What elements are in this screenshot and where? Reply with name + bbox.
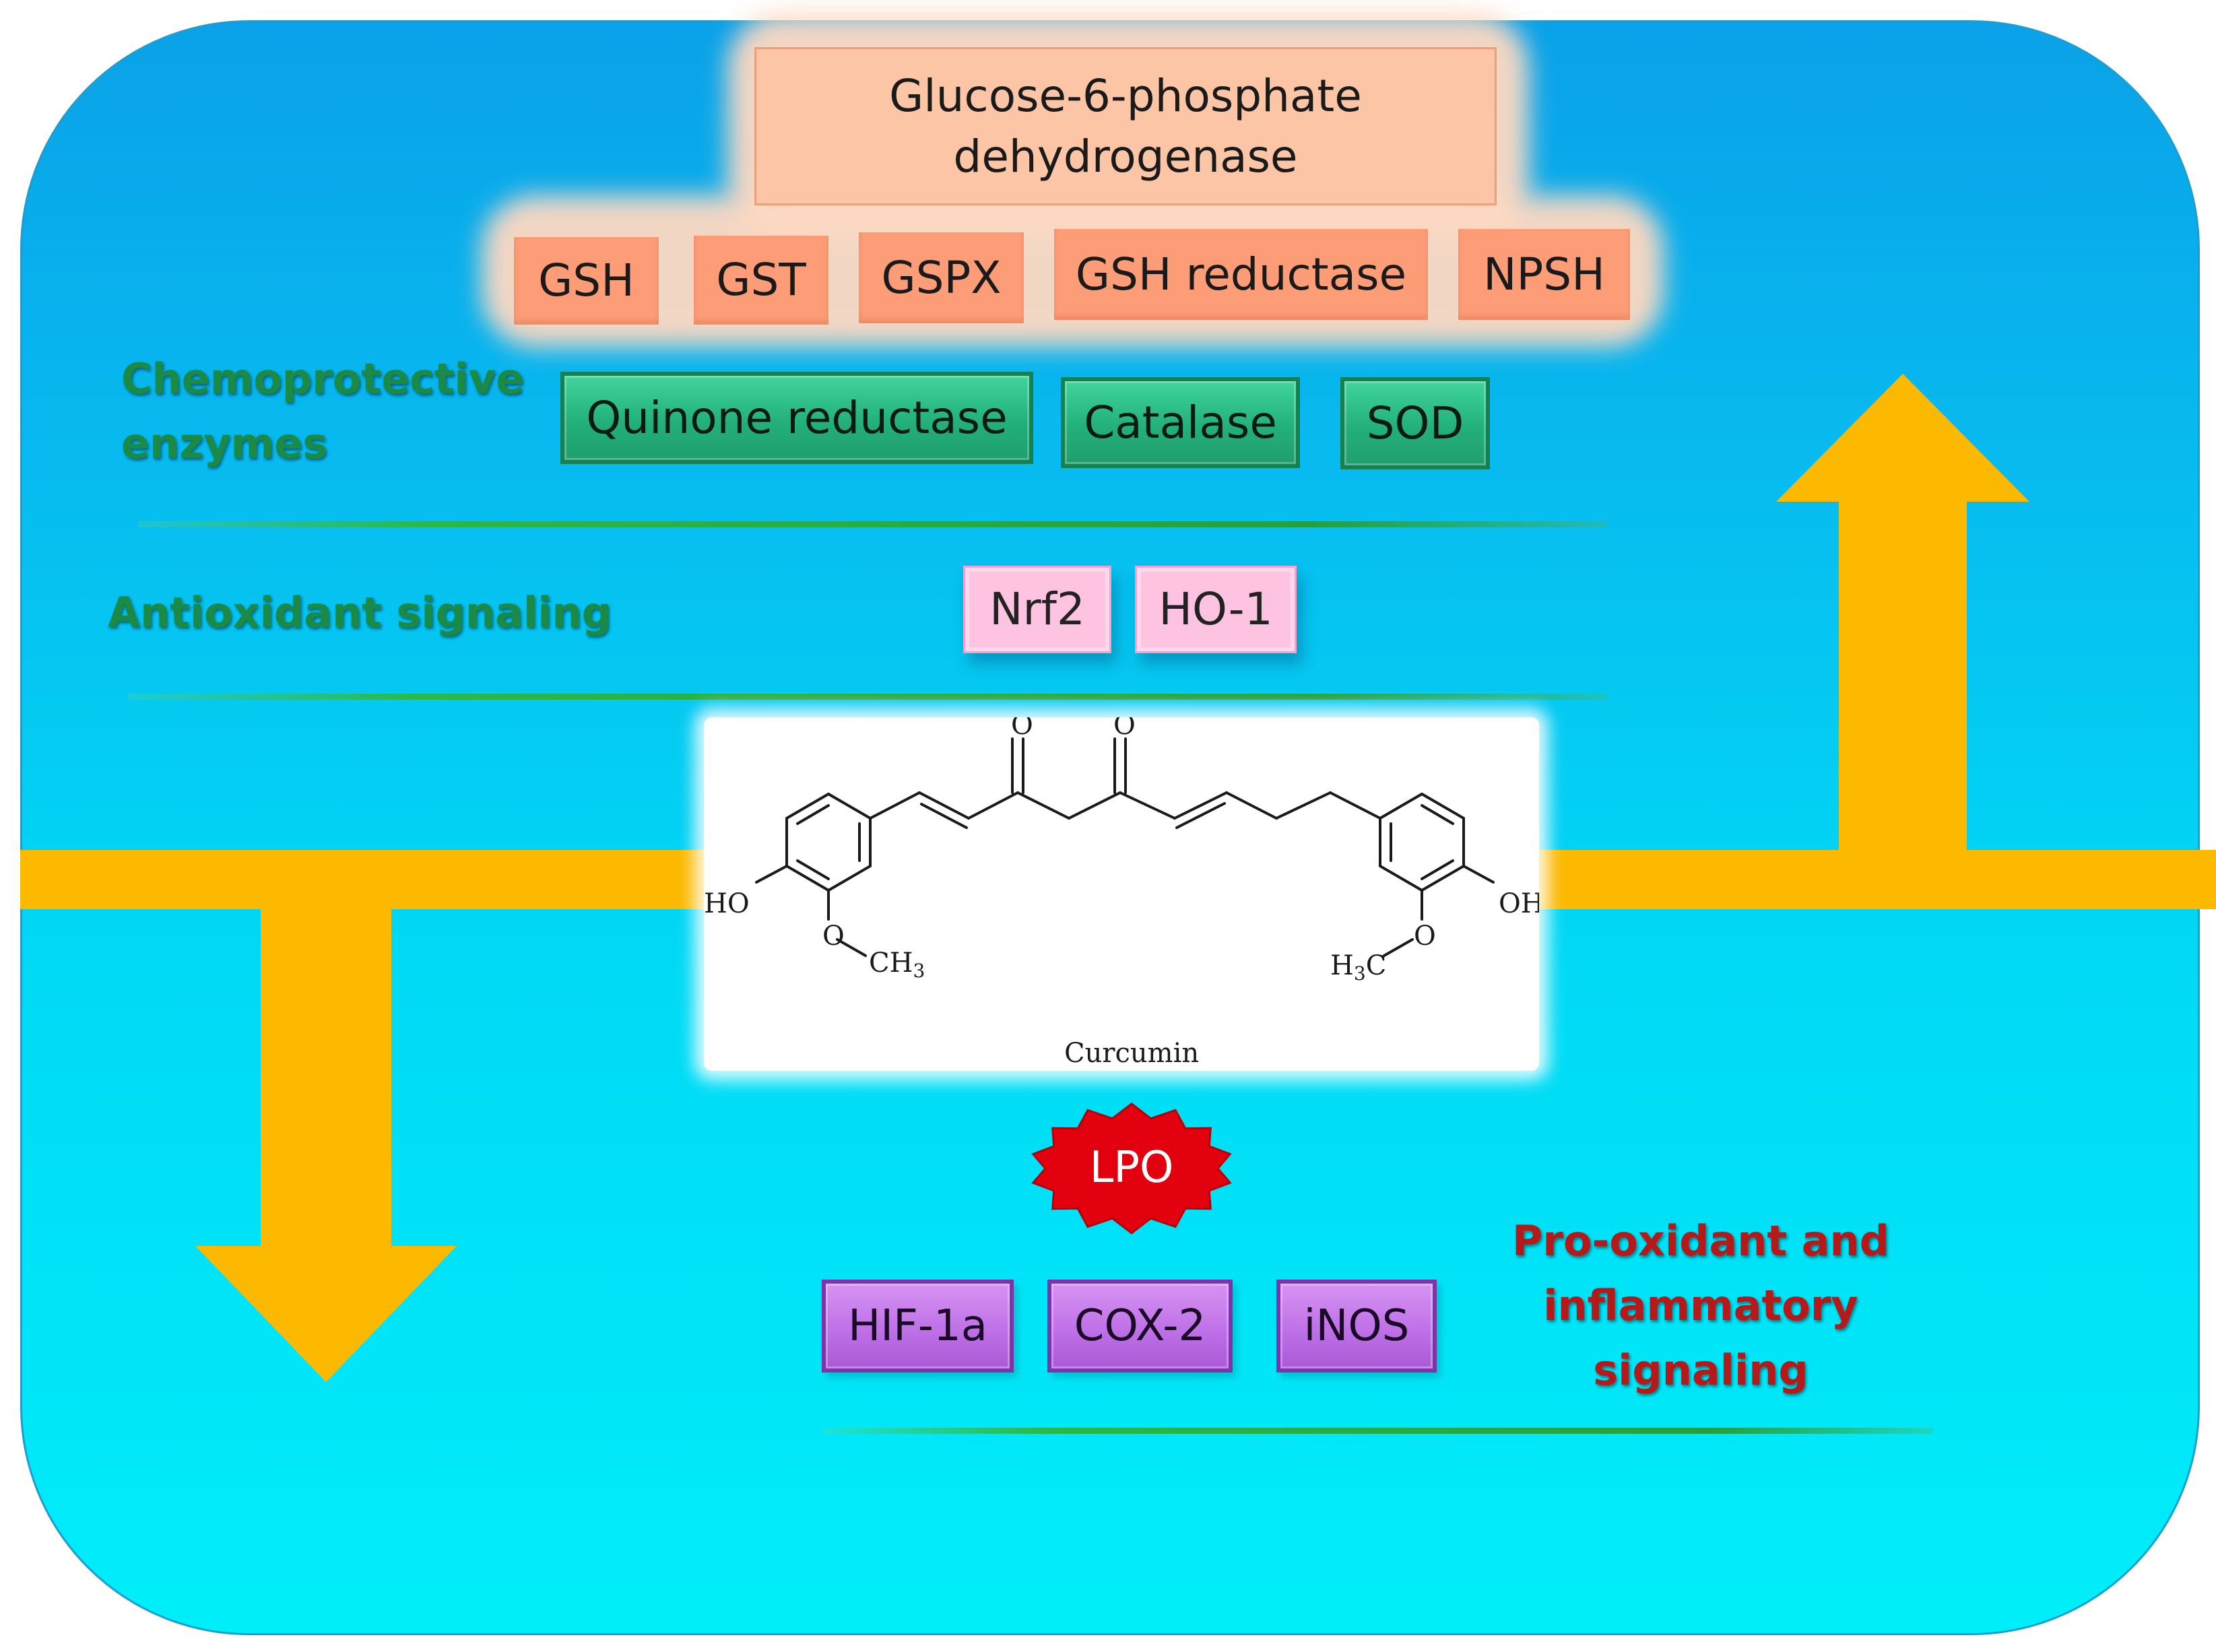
hif1a-label: HIF-1a <box>848 1300 987 1351</box>
sod-label: SOD <box>1366 397 1464 449</box>
nrf2-box: Nrf2 <box>963 566 1111 653</box>
lpo-label: LPO <box>1090 1143 1174 1193</box>
ho1-box: HO-1 <box>1135 566 1297 653</box>
curcumin-structure: O O HO OH O O CH3 H3C Curcumin <box>704 717 1539 1069</box>
methyl-right: H3C <box>1330 950 1386 985</box>
g6pd-label: Glucose-6-phosphate dehydrogenase <box>889 70 1362 183</box>
molecule-name: Curcumin <box>1064 1038 1199 1069</box>
gsh-box: GSH <box>514 237 659 325</box>
divider-2 <box>128 694 1606 700</box>
npsh-label: NPSH <box>1483 248 1605 300</box>
structure-panel <box>704 717 1539 1071</box>
hif1a-box: HIF-1a <box>822 1280 1014 1373</box>
catalase-label: Catalase <box>1084 396 1277 449</box>
ho1-label: HO-1 <box>1159 583 1273 636</box>
npsh-box: NPSH <box>1458 229 1630 320</box>
gsh-label: GSH <box>538 255 634 307</box>
down-arrow <box>195 902 457 1382</box>
carbonyl-o-left: O <box>1011 717 1033 741</box>
catalase-box: Catalase <box>1061 377 1300 468</box>
methoxy-o-right: O <box>1414 921 1436 952</box>
methoxy-o-left: O <box>822 921 845 952</box>
inos-box: iNOS <box>1276 1280 1437 1373</box>
gst-label: GST <box>716 254 806 306</box>
inos-label: iNOS <box>1303 1300 1410 1351</box>
divider-3 <box>822 1428 1933 1434</box>
divider-1 <box>138 521 1606 527</box>
methyl-left: CH3 <box>869 948 925 982</box>
prooxidant-label: Pro-oxidant and inflammatory signaling <box>1511 1216 1890 1395</box>
antioxidant-label: Antioxidant signaling <box>108 588 612 637</box>
gst-box: GST <box>694 236 828 325</box>
hydroxyl-left: HO <box>704 888 750 919</box>
chemoprotective-label: Chemoprotective enzymes <box>121 354 525 469</box>
sod-box: SOD <box>1340 377 1490 469</box>
g6pd-box: Glucose-6-phosphate dehydrogenase <box>754 47 1497 205</box>
nrf2-label: Nrf2 <box>989 583 1085 636</box>
gspx-label: GSPX <box>881 251 1002 304</box>
hydroxyl-right: OH <box>1499 888 1539 919</box>
gspx-box: GSPX <box>859 232 1024 323</box>
gsh-reductase-box: GSH reductase <box>1054 229 1428 320</box>
quinone-reductase-box: Quinone reductase <box>560 372 1033 464</box>
quinone-reductase-label: Quinone reductase <box>586 391 1008 444</box>
lpo-star-shape <box>1031 1102 1232 1234</box>
gsh-reductase-label: GSH reductase <box>1075 248 1407 300</box>
carbonyl-o-right: O <box>1113 717 1136 741</box>
cox2-box: COX-2 <box>1047 1280 1233 1373</box>
up-arrow <box>1776 374 2029 859</box>
cox2-label: COX-2 <box>1074 1300 1206 1351</box>
lpo-badge: LPO <box>1031 1102 1232 1234</box>
